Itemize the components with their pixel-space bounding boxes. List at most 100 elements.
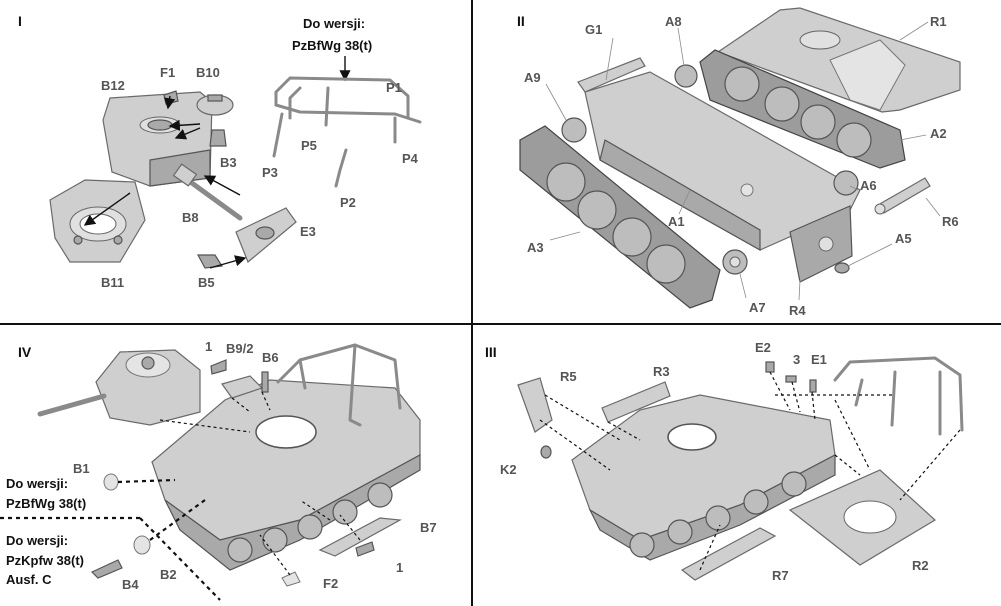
exhaust-r6 [874,177,931,215]
label-b10: B10 [196,65,220,80]
label-f1: F1 [160,65,175,80]
sprocket-a6 [833,170,859,196]
railing-iii [833,356,964,436]
panel-iv-numeral: IV [18,344,32,360]
plate-r7 [680,527,777,581]
part-k2 [540,445,552,459]
label-r2: R2 [912,558,929,573]
label-p1: P1 [386,80,402,95]
label-b6: B6 [262,350,279,365]
label-e1: E1 [811,352,827,367]
panel-i-numeral: I [18,13,22,29]
label-g1: G1 [585,22,602,37]
label-r3: R3 [653,364,670,379]
part-b7 [318,517,402,557]
panel-ii-numeral: II [517,13,525,29]
plate-r3 [601,381,671,423]
turret-ring-b11 [49,179,146,263]
railing-iv [276,343,402,427]
turret-part-b12 [102,91,213,187]
part-f1 [163,90,179,105]
panel-iii: III [485,340,964,583]
part-e1 [809,379,817,393]
part-f2 [281,571,301,587]
hull-assembly-iii [571,394,836,561]
label-a6: A6 [860,178,877,193]
part-b4 [90,559,123,579]
label-a3: A3 [527,240,544,255]
upper-hull-r1 [716,7,961,113]
plate-e3 [235,207,297,263]
label-r5: R5 [560,369,577,384]
gun-barrel-b8 [172,163,243,221]
plate-r2 [788,469,937,566]
label-k2: K2 [500,462,517,477]
label-b1: B1 [73,461,90,476]
part-b3 [209,129,227,147]
label-p5: P5 [301,138,317,153]
label-f2: F2 [323,576,338,591]
panel-i: I Do wersji: PzBfWg 38(t) [18,13,422,290]
post-p2 [334,148,348,188]
label-p2: P2 [340,195,356,210]
label-a7: A7 [749,300,766,315]
label-a9: A9 [524,70,541,85]
label-a5: A5 [895,231,912,246]
label-b11: B11 [101,275,124,290]
panel-iii-numeral: III [485,344,497,360]
label-a2: A2 [930,126,947,141]
panel-i-version-note-line2: PzBfWg 38(t) [292,38,372,53]
label-iv-1-top: 1 [205,339,212,354]
label-r4: R4 [789,303,806,318]
label-a8: A8 [665,14,682,29]
part-b2 [133,535,151,555]
label-p4: P4 [402,151,419,166]
post-p3 [272,112,284,158]
label-b2: B2 [160,567,177,582]
label-b4: B4 [122,577,139,592]
part-b1 [103,473,119,491]
label-r6: R6 [942,214,959,229]
label-b5: B5 [198,275,215,290]
iv-version-note-1-line1: Do wersji: [6,476,68,491]
track-a3 [519,125,721,309]
track-a2 [699,49,906,169]
label-b9-2: B9/2 [226,341,253,356]
label-a1: A1 [668,214,685,229]
part-b6 [261,371,269,393]
hatch-part-b10 [196,94,234,116]
part-3 [785,375,797,383]
label-b7: B7 [420,520,437,535]
iv-version-note-1-line2: PzBfWg 38(t) [6,496,86,511]
label-b3: B3 [220,155,237,170]
rear-plate-r4 [789,205,853,283]
part-1-bottom [355,541,375,557]
label-3: 3 [793,352,800,367]
turret-assembly [37,349,201,426]
part-e2 [765,361,775,373]
label-r7: R7 [772,568,789,583]
railing-p1 [274,76,422,124]
label-p3: P3 [262,165,278,180]
label-b12: B12 [101,78,125,93]
panel-ii: II [517,7,961,318]
panel-iv: IV [0,339,437,601]
part-a5 [834,262,850,274]
part-b5 [196,254,224,269]
sprocket-a8 [674,64,698,88]
part-1-top [210,359,227,375]
iv-version-note-2-line2: PzKpfw 38(t) [6,553,84,568]
iv-version-note-2-line3: Ausf. C [6,572,52,587]
label-e2: E2 [755,340,771,355]
post-p5 [324,86,330,127]
lower-hull-a1 [584,71,861,252]
iv-version-note-2-line1: Do wersji: [6,533,68,548]
label-e3: E3 [300,224,316,239]
panel-i-version-note-line1: Do wersji: [303,16,365,31]
label-r1: R1 [930,14,947,29]
part-g1 [577,57,646,93]
plate-r5 [517,377,553,433]
label-iv-1-bottom: 1 [396,560,403,575]
sprocket-a9 [561,117,587,143]
